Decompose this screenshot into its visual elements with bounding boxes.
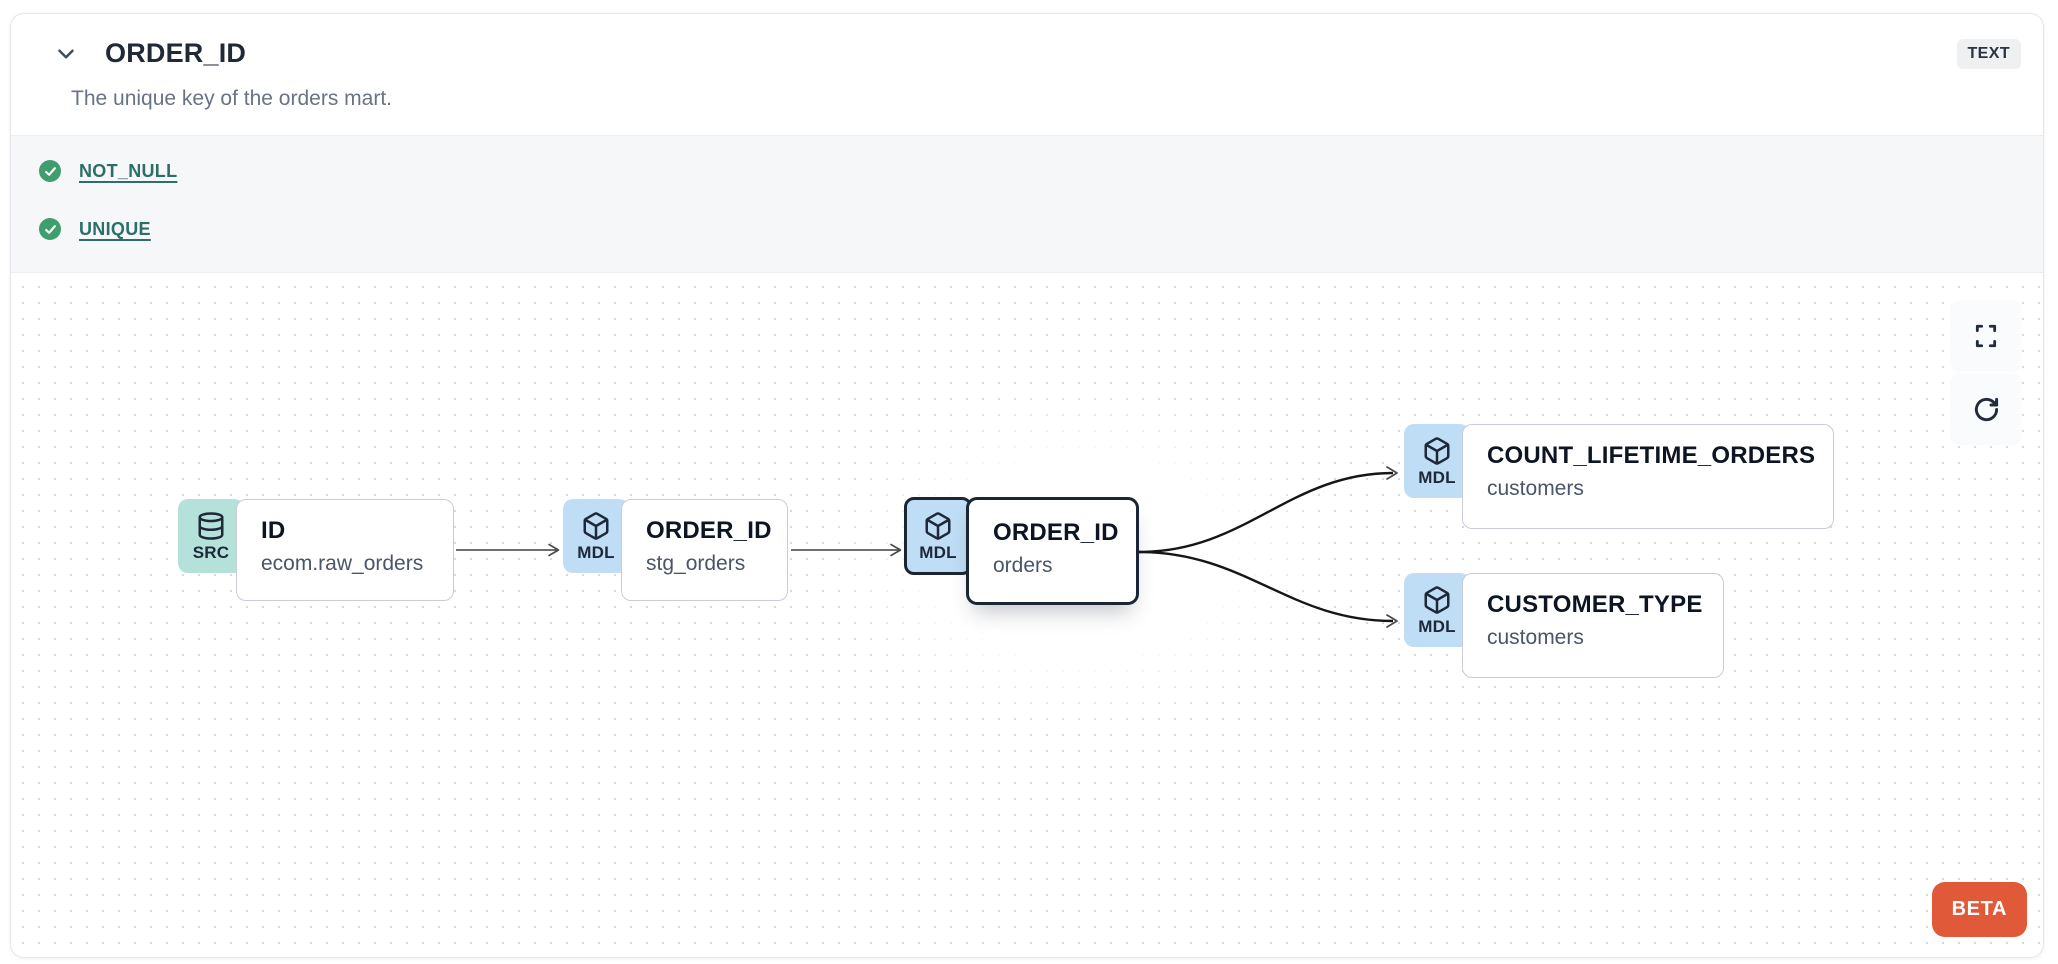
node-subtitle: orders <box>993 554 1053 577</box>
cube-icon <box>1422 436 1452 466</box>
column-title: ORDER_ID <box>105 38 247 68</box>
source-badge: SRC <box>178 499 244 573</box>
test-link-not-null[interactable]: NOT_NULL <box>79 160 178 181</box>
lineage-edges <box>456 466 1398 628</box>
node-card: ID ecom.raw_orders <box>236 499 454 601</box>
node-title: ID <box>261 517 286 544</box>
node-kind-label: MDL <box>919 543 957 562</box>
column-details-card: ORDER_ID TEXT The unique key of the orde… <box>10 13 2044 958</box>
node-card: CUSTOMER_TYPE customers <box>1462 573 1724 678</box>
node-kind-label: MDL <box>1418 468 1456 487</box>
cube-icon <box>923 511 953 541</box>
column-description: The unique key of the orders mart. <box>71 87 392 110</box>
node-title: COUNT_LIFETIME_ORDERS <box>1487 442 1816 469</box>
database-icon <box>196 511 226 541</box>
node-card: COUNT_LIFETIME_ORDERS customers <box>1462 424 1834 529</box>
node-card: ORDER_ID orders <box>966 497 1139 605</box>
node-kind-label: MDL <box>1418 617 1456 636</box>
node-title: ORDER_ID <box>993 519 1119 546</box>
test-link-unique[interactable]: UNIQUE <box>79 218 151 239</box>
test-row: UNIQUE <box>39 217 2015 241</box>
node-title: CUSTOMER_TYPE <box>1487 591 1703 618</box>
cube-icon <box>1422 585 1452 615</box>
node-subtitle: customers <box>1487 477 1584 500</box>
tests-section: NOT_NULL UNIQUE <box>11 135 2043 273</box>
test-pass-check-icon <box>39 218 61 240</box>
cube-icon <box>581 511 611 541</box>
fullscreen-icon <box>1973 323 1999 349</box>
node-subtitle: customers <box>1487 626 1584 649</box>
node-subtitle: ecom.raw_orders <box>261 552 424 575</box>
fullscreen-button[interactable] <box>1950 300 2022 372</box>
chevron-down-icon <box>53 41 79 67</box>
header: ORDER_ID TEXT The unique key of the orde… <box>11 14 2043 135</box>
lineage-canvas[interactable]: SRC ID ecom.raw_orders MDL ORDER_ID stg_… <box>11 273 2043 957</box>
data-type-badge: TEXT <box>1956 38 2021 69</box>
collapse-toggle-button[interactable] <box>51 39 81 69</box>
refresh-layout-button[interactable] <box>1950 373 2022 445</box>
canvas-controls <box>1950 300 2022 445</box>
model-badge: MDL <box>1404 424 1470 498</box>
beta-badge[interactable]: BETA <box>1931 882 2027 937</box>
node-title: ORDER_ID <box>646 517 772 544</box>
test-row: NOT_NULL <box>39 159 2015 183</box>
test-pass-check-icon <box>39 160 61 182</box>
node-subtitle: stg_orders <box>646 552 746 575</box>
model-badge: MDL <box>563 499 629 573</box>
model-badge: MDL <box>904 497 972 575</box>
node-kind-label: SRC <box>192 543 230 562</box>
model-badge: MDL <box>1404 573 1470 647</box>
refresh-icon <box>1973 396 2000 423</box>
node-card: ORDER_ID stg_orders <box>621 499 788 601</box>
node-kind-label: MDL <box>577 543 615 562</box>
